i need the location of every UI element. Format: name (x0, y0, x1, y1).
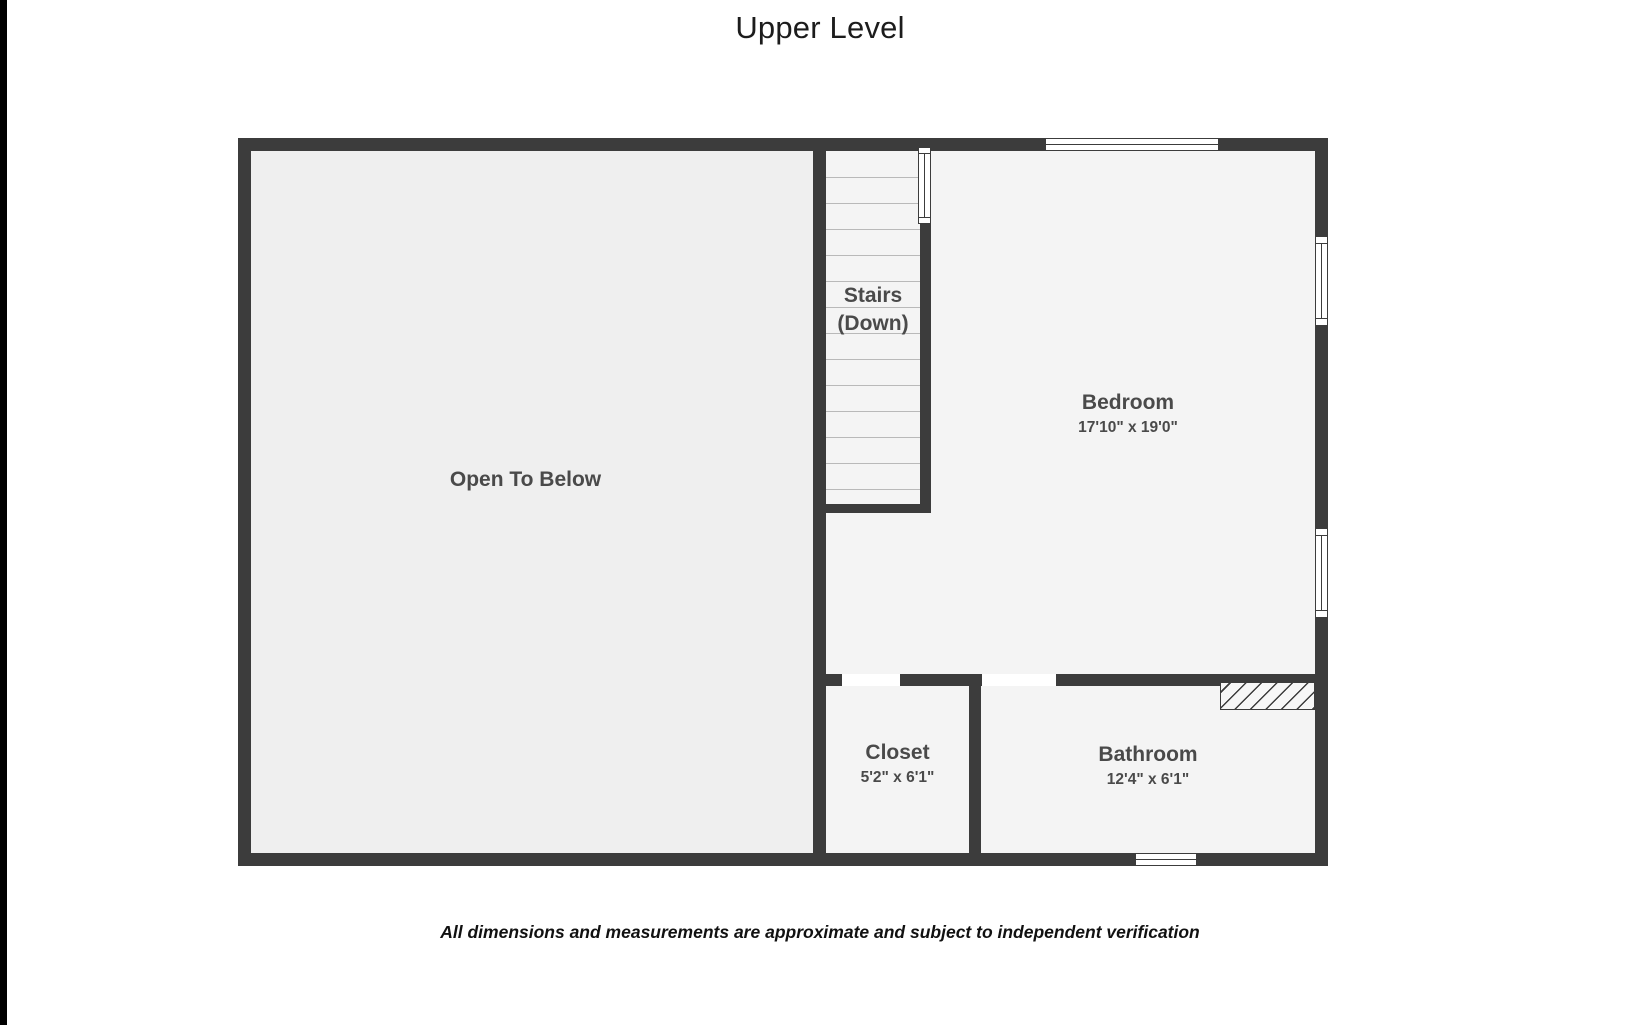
room-bathroom (981, 686, 1315, 853)
stairwell-wall-bottom-overlay (826, 504, 931, 513)
label-closet-name: Closet (865, 741, 930, 764)
window-bedroom-right-upper-cap-top (1315, 236, 1328, 244)
doorway-bathroom (982, 674, 1056, 686)
window-bedroom-right-lower (1315, 534, 1328, 612)
label-bedroom-name: Bedroom (1081, 391, 1175, 414)
stair-step (826, 489, 920, 491)
stairwell-wall-right-overlay (920, 223, 931, 511)
window-bedroom-right-upper (1315, 242, 1328, 320)
stair-step (826, 359, 920, 361)
room-open-to-below (251, 151, 813, 853)
label-stairs-line2: (Down) (837, 312, 909, 336)
exterior-wall-bottom (238, 853, 1328, 866)
stair-step (826, 463, 920, 465)
window-bedroom-right-lower-cap-bottom (1315, 610, 1328, 618)
room-closet (826, 686, 969, 853)
label-bathroom-name: Bathroom (1098, 743, 1198, 766)
interior-wall-closet-bathroom (969, 674, 981, 866)
stair-step (826, 411, 920, 413)
label-bedroom: Bedroom 17'10" x 19'0" (938, 391, 1318, 437)
stair-step (826, 177, 920, 179)
stairs-area-overlay (826, 151, 920, 511)
interior-wall-open-divider (813, 138, 826, 866)
label-open-to-below: Open To Below (449, 468, 602, 491)
stair-step (826, 229, 920, 231)
shower-fixture-hatched (1220, 682, 1315, 710)
floorplan-canvas: Open To Below Stairs (Down) Bedroom 17'1… (238, 138, 1328, 866)
label-bedroom-dimensions: 17'10" x 19'0" (1078, 418, 1178, 436)
label-closet: Closet 5'2" x 6'1" (826, 741, 969, 787)
window-bedroom-right-lower-cap-top (1315, 528, 1328, 536)
stair-step (826, 333, 920, 335)
stair-step (826, 203, 920, 205)
label-stairs: Stairs (Down) (821, 282, 925, 339)
window-bathroom-bottom (1136, 853, 1196, 866)
stair-step (826, 437, 920, 439)
page-left-edge-bar (0, 0, 7, 1025)
window-bedroom-top (1046, 138, 1218, 151)
stair-step (826, 385, 920, 387)
label-closet-dimensions: 5'2" x 6'1" (860, 768, 935, 786)
interior-wall-bedroom-bottom (813, 674, 1328, 686)
exterior-wall-left (238, 138, 251, 866)
label-bathroom: Bathroom 12'4" x 6'1" (981, 743, 1315, 789)
doorway-closet (842, 674, 900, 686)
page-title: Upper Level (735, 10, 905, 45)
stair-step (826, 255, 920, 257)
window-bedroom-right-upper-cap-bottom (1315, 318, 1328, 326)
window-stairwell-overlay (918, 152, 931, 220)
window-stairwell-cap-bottom-overlay (918, 217, 931, 224)
label-bathroom-dimensions: 12'4" x 6'1" (1106, 770, 1190, 788)
label-stairs-line1: Stairs (843, 284, 903, 307)
stair-step (826, 307, 920, 309)
disclaimer-note: All dimensions and measurements are appr… (440, 922, 1200, 942)
stair-step (826, 281, 920, 283)
window-stairwell-cap-top-overlay (918, 147, 931, 154)
